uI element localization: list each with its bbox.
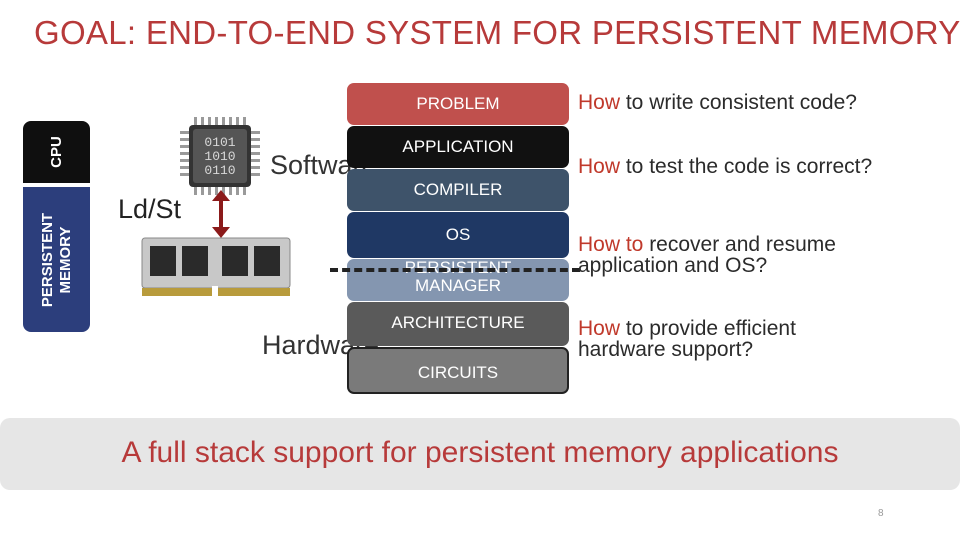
memory-label-line2: MEMORY (56, 226, 74, 293)
question-4-how: How (578, 317, 621, 340)
layer-architecture: ARCHITECTURE (347, 302, 569, 346)
persistent-memory-tab: PERSISTENT MEMORY (23, 187, 90, 332)
question-3-text-line2: application and OS? (578, 254, 768, 277)
layer-compiler: COMPILER (347, 169, 569, 211)
question-hardware-support: How to provide efficient hardware suppor… (578, 318, 796, 360)
cpu-tab: CPU (23, 121, 90, 183)
question-3-how: How to (578, 233, 644, 256)
layer-application: APPLICATION (347, 126, 569, 168)
chip-bits-3: 0110 (204, 163, 235, 178)
question-2-how: How (578, 155, 621, 178)
layer-problem-label: PROBLEM (416, 94, 500, 113)
chip-bits-2: 1010 (204, 149, 235, 164)
layer-persistent-manager-line2: MANAGER (415, 276, 501, 295)
question-4-text-line2: hardware support? (578, 338, 754, 361)
summary-text: A full stack support for persistent memo… (121, 436, 839, 469)
page-number: 8 (878, 508, 884, 519)
layer-persistent-manager: PERSISTENT MANAGER (347, 259, 569, 301)
layer-architecture-label: ARCHITECTURE (391, 313, 525, 332)
boundary-dashed-line (330, 268, 580, 272)
question-4-text-line1: to provide efficient (620, 317, 796, 340)
double-arrow-icon (212, 190, 230, 238)
ldst-label: Ld/St (118, 194, 182, 224)
cpu-label: CPU (47, 136, 65, 168)
memory-module-icon (141, 237, 291, 298)
summary-banner (0, 418, 960, 490)
layer-persistent-manager-line1: PERSISTENT (404, 258, 512, 277)
slide-title: GOAL: END-TO-END SYSTEM FOR PERSISTENT M… (34, 14, 960, 51)
layer-circuits-label: CIRCUITS (417, 363, 499, 382)
cpu-chip-icon: 0101 1010 0110 (180, 117, 260, 195)
question-2-text: to test the code is correct? (620, 155, 873, 178)
chip-bits-1: 0101 (204, 135, 235, 150)
layer-problem: PROBLEM (347, 83, 569, 125)
layer-application-label: APPLICATION (402, 137, 514, 156)
question-3-text-line1: recover and resume (643, 233, 836, 256)
memory-label-line1: PERSISTENT (38, 212, 56, 307)
layer-os-label: OS (445, 225, 471, 244)
question-1-text: to write consistent code? (620, 91, 857, 114)
question-consistent-code: How to write consistent code? (578, 92, 857, 113)
layer-compiler-label: COMPILER (413, 180, 503, 199)
question-test-code: How to test the code is correct? (578, 156, 872, 177)
question-1-how: How (578, 91, 621, 114)
layer-circuits: CIRCUITS (347, 347, 569, 394)
layer-os: OS (347, 212, 569, 258)
question-recover: How to recover and resume application an… (578, 234, 836, 276)
